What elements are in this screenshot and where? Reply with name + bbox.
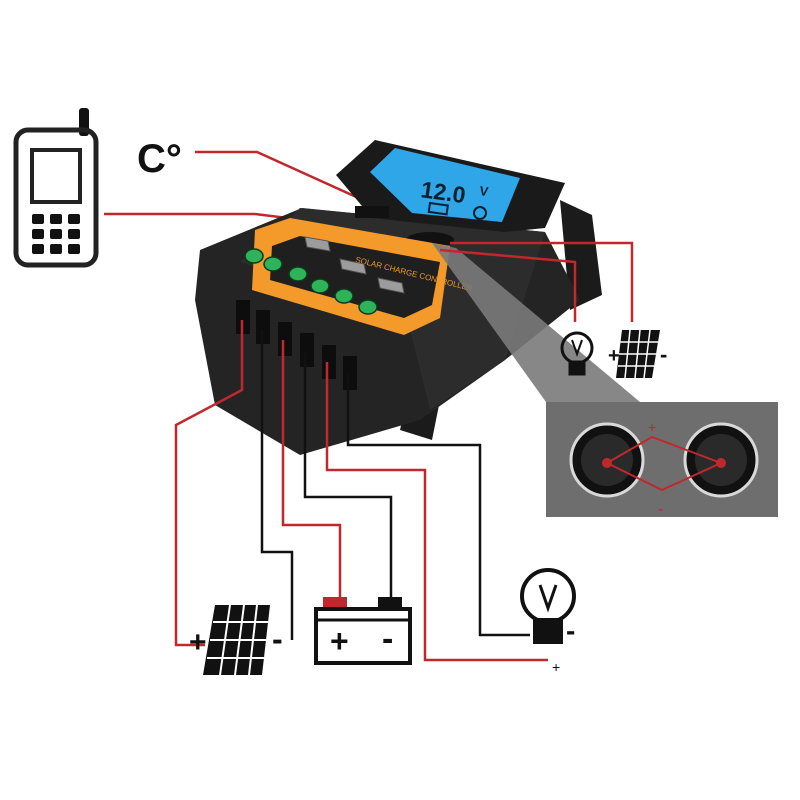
- lcd-voltage-unit: V: [479, 183, 490, 199]
- load-minus: -: [566, 615, 575, 646]
- light-bulb-icon: [560, 331, 594, 376]
- battery-icon: [314, 597, 412, 665]
- lcd-screen: [370, 148, 520, 222]
- solar-charge-controller: 12.0 V SOLAR CHARGE CONTROLLER: [195, 140, 602, 455]
- usb-zoom-inset: + -: [432, 243, 778, 518]
- usb-minus-sign: -: [658, 501, 663, 518]
- usb-plus-sign: +: [648, 419, 656, 435]
- terminal-screws: [244, 248, 378, 315]
- small-panel-minus: -: [660, 342, 667, 367]
- battery-plus: +: [330, 623, 349, 659]
- usb-wires: [439, 241, 634, 322]
- bottom-wires: [174, 320, 548, 662]
- panel-plus: +: [189, 626, 207, 659]
- mobile-phone-icon: [13, 108, 99, 268]
- panel-minus: -: [272, 621, 283, 657]
- small-panel-plus: +: [608, 345, 620, 367]
- load-plus: +: [552, 659, 560, 675]
- terminal-openings: [236, 300, 357, 390]
- battery-minus: -: [382, 620, 393, 658]
- control-buttons: [304, 236, 405, 294]
- solar-panel-icon: [616, 329, 660, 379]
- light-bulb-icon: [520, 568, 576, 644]
- lcd-voltage-reading: 12.0: [419, 176, 467, 208]
- temperature-sensor-label: C°: [137, 137, 182, 181]
- solar-panel-icon: [203, 604, 270, 676]
